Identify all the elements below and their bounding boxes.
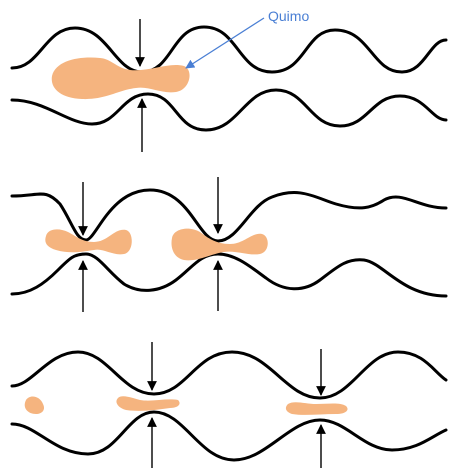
panel-1: Quimo <box>10 8 448 152</box>
panel-2 <box>10 177 448 312</box>
panel-3 <box>10 342 448 468</box>
panel-1-lower-wall <box>10 88 448 132</box>
panel-2-chyme-bolus-left <box>45 229 132 255</box>
panel-1-chyme-bolus <box>51 57 190 100</box>
chyme-label: Quimo <box>268 8 309 24</box>
panel-3-chyme-bolus-2 <box>116 396 180 411</box>
chyme-callout-pointer <box>185 17 265 69</box>
panel-2-chyme-bolus-right <box>171 228 268 261</box>
panel-3-upper-wall <box>10 350 448 400</box>
panel-3-lower-wall <box>10 410 448 462</box>
panel-1-upper-wall <box>10 25 448 74</box>
panel-3-chyme-bolus-3 <box>285 402 348 415</box>
panel-3-chyme-bolus-1 <box>24 396 45 414</box>
panel-2-lower-wall <box>10 252 448 298</box>
panel-2-upper-wall <box>10 188 448 243</box>
